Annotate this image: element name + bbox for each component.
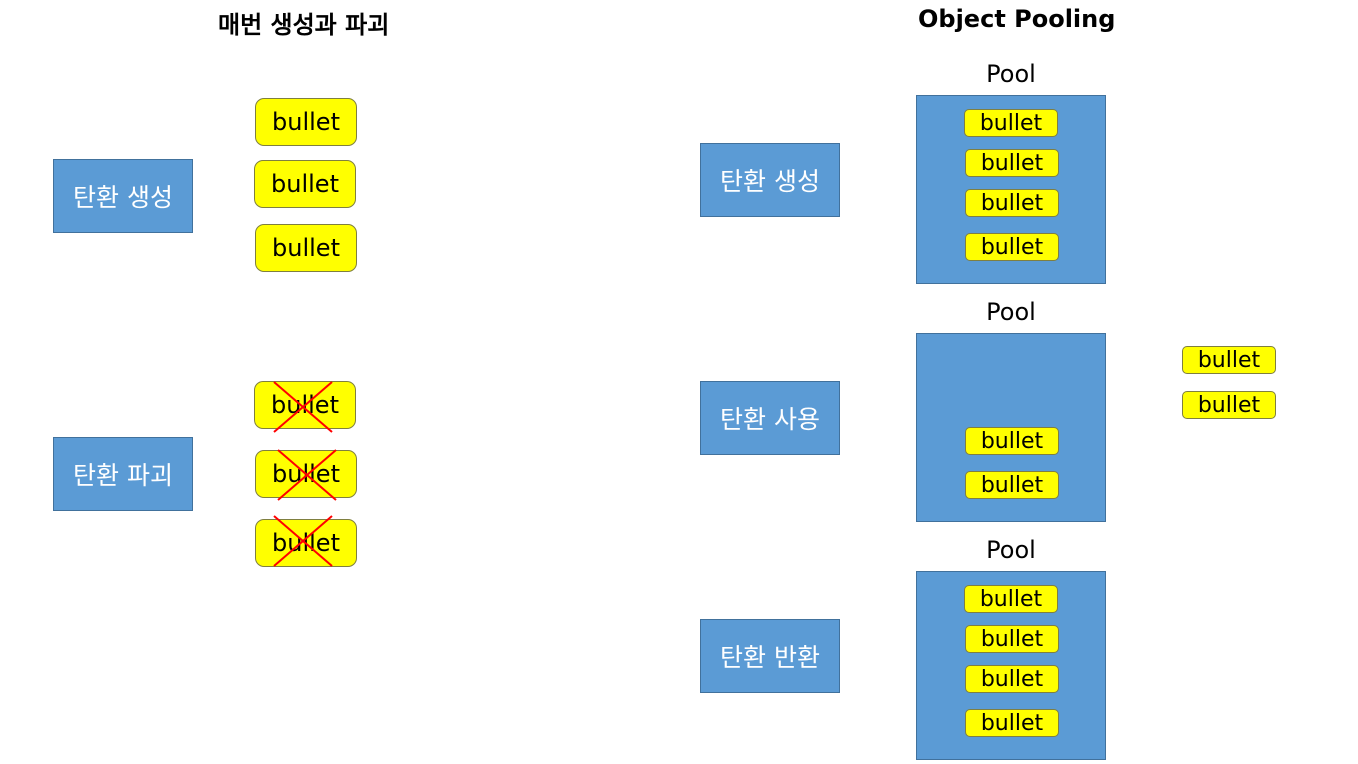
left-title: 매번 생성과 파괴 (218, 11, 390, 39)
created-bullet-3: bullet (255, 224, 357, 272)
active-bullet-2: bullet (1182, 391, 1276, 419)
pool-return-box: 탄환 반환 (700, 619, 840, 693)
destroyed-bullet-2: bullet (255, 450, 357, 498)
pool-label-1: Pool (986, 60, 1036, 88)
pool3-bullet-2: bullet (965, 625, 1059, 653)
pool3-bullet-3: bullet (965, 665, 1059, 693)
destroy-bullet-box: 탄환 파괴 (53, 437, 193, 511)
created-bullet-2: bullet (254, 160, 356, 208)
pool3-bullet-4: bullet (965, 709, 1059, 737)
pool1-bullet-1: bullet (964, 109, 1058, 137)
created-bullet-1: bullet (255, 98, 357, 146)
create-bullet-box: 탄환 생성 (53, 159, 193, 233)
destroyed-bullet-3: bullet (255, 519, 357, 567)
right-title: Object Pooling (918, 5, 1116, 33)
pool-use-box: 탄환 사용 (700, 381, 840, 455)
pool3-bullet-1: bullet (964, 585, 1058, 613)
destroyed-bullet-1: bullet (254, 381, 356, 429)
pool-label-3: Pool (986, 536, 1036, 564)
pool1-bullet-2: bullet (965, 149, 1059, 177)
pool1-bullet-3: bullet (965, 189, 1059, 217)
pool1-bullet-4: bullet (965, 233, 1059, 261)
pool-label-2: Pool (986, 298, 1036, 326)
pool2-bullet-2: bullet (965, 471, 1059, 499)
active-bullet-1: bullet (1182, 346, 1276, 374)
pool-create-box: 탄환 생성 (700, 143, 840, 217)
pool2-bullet-1: bullet (965, 427, 1059, 455)
